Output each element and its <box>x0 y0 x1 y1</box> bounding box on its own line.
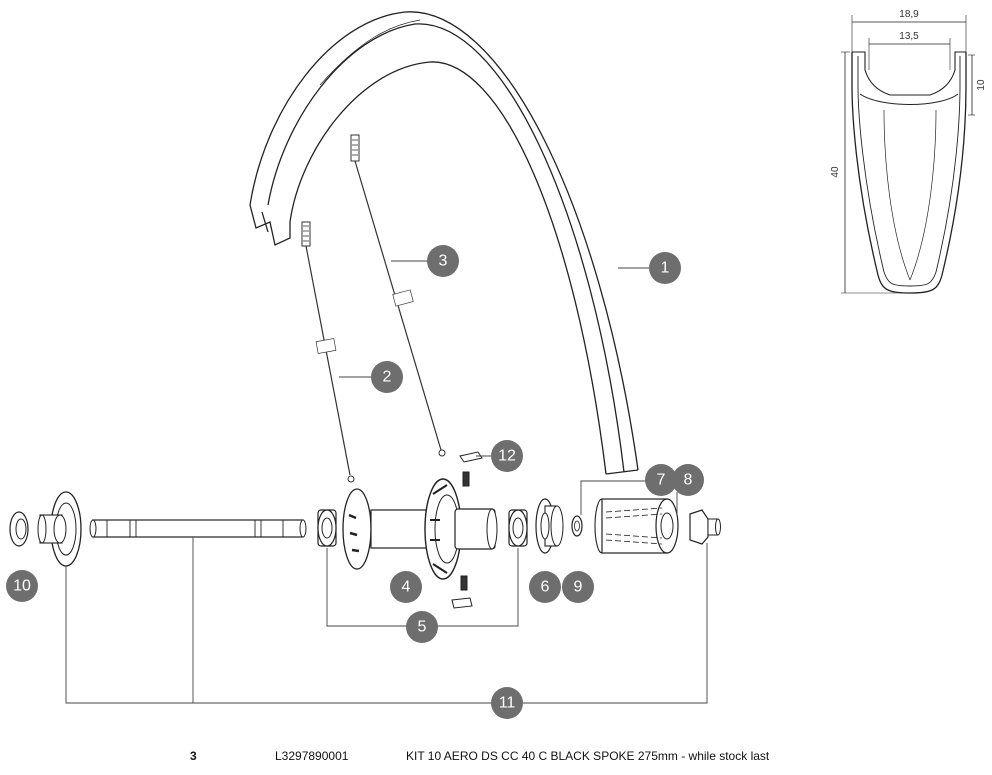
callout-6: 6 <box>529 571 561 603</box>
axle <box>89 519 307 538</box>
callout-3: 3 <box>427 245 459 277</box>
svg-text:1: 1 <box>661 260 670 277</box>
spoke-long <box>350 134 446 457</box>
svg-text:11: 11 <box>499 695 516 712</box>
part-quantity: 3 <box>190 749 197 763</box>
svg-text:10: 10 <box>13 578 31 595</box>
part-reference: L3297890001 <box>275 749 349 763</box>
callout-2: 2 <box>371 361 403 393</box>
dim-total-height: 40 <box>830 166 841 178</box>
callout-9: 9 <box>562 571 594 603</box>
dim-outer-width: 18,9 <box>899 9 919 20</box>
svg-text:6: 6 <box>541 579 550 596</box>
svg-text:3: 3 <box>439 253 448 270</box>
svg-text:4: 4 <box>402 579 411 596</box>
spoke-short <box>301 221 355 483</box>
part-description: KIT 10 AERO DS CC 40 C BLACK SPOKE 275mm… <box>406 749 770 763</box>
callout-11: 11 <box>491 687 523 719</box>
bearing-left <box>317 509 337 547</box>
callout-10: 10 <box>6 570 38 602</box>
end-cap-right <box>689 509 721 545</box>
callout-8: 8 <box>672 464 704 496</box>
svg-text:8: 8 <box>684 472 693 489</box>
callout-12: 12 <box>491 440 523 472</box>
svg-text:9: 9 <box>574 579 583 596</box>
freehub-body <box>594 498 679 554</box>
svg-text:2: 2 <box>383 369 392 386</box>
svg-text:5: 5 <box>418 619 427 636</box>
left-adapter <box>37 491 82 567</box>
wheel-exploded-view: 1 2 3 4 5 6 7 8 9 10 11 12 18,9 13,5 10 … <box>6 9 987 719</box>
callout-5: 5 <box>406 611 438 643</box>
spacer <box>535 498 564 554</box>
parts-list-row: 3 L3297890001 KIT 10 AERO DS CC 40 C BLA… <box>0 749 992 769</box>
rim-profile <box>841 15 975 294</box>
callout-1: 1 <box>649 252 681 284</box>
svg-text:12: 12 <box>498 448 516 465</box>
spoke-nipples <box>451 451 483 609</box>
dim-inner-width: 13,5 <box>899 31 919 42</box>
svg-text:7: 7 <box>657 472 666 489</box>
dim-bead-height: 10 <box>976 79 987 91</box>
rim <box>249 11 639 475</box>
callout-7: 7 <box>645 464 677 496</box>
bearing-right <box>508 509 528 547</box>
washer <box>571 515 583 537</box>
callout-4: 4 <box>390 571 422 603</box>
end-cap-left <box>9 511 29 547</box>
hub-body <box>342 478 498 580</box>
